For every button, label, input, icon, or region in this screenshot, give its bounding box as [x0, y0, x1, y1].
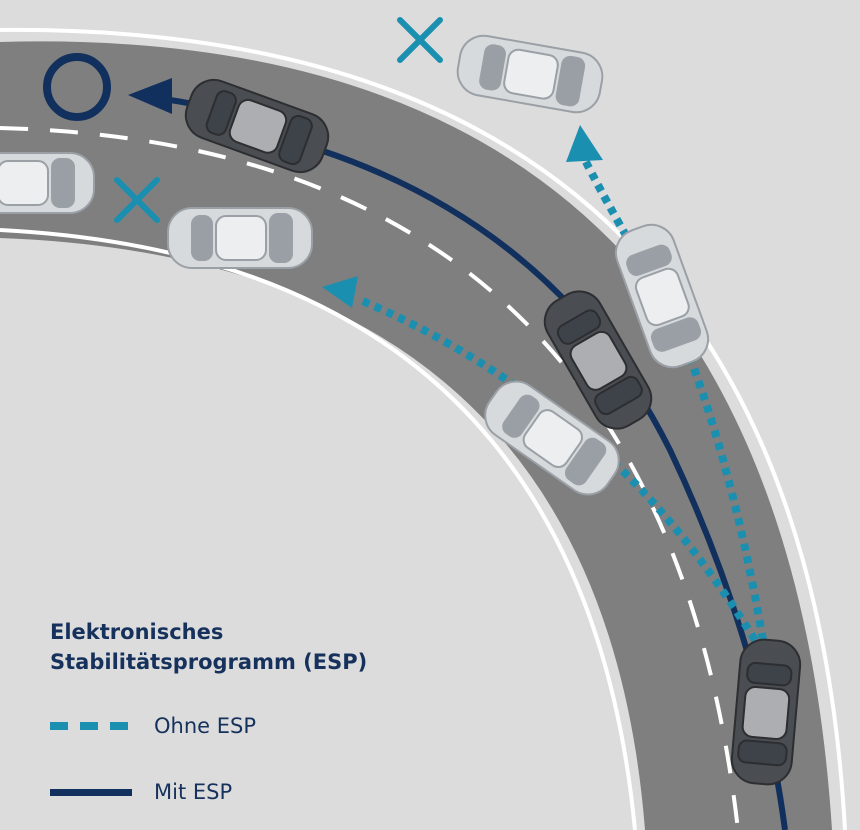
legend-title-line1: Elektronisches [50, 620, 224, 644]
car-without-esp [452, 30, 608, 118]
lane-center-marking [0, 126, 740, 830]
solid-line-swatch [50, 788, 132, 796]
arrow-without-esp-outer-head [566, 125, 603, 162]
road-edge-outer [0, 27, 847, 830]
legend-item-with-esp: Mit ESP [50, 777, 232, 807]
dashed-line-swatch [50, 722, 132, 730]
arrow-without-esp-inner-head [322, 276, 358, 308]
car-without-esp [0, 152, 95, 214]
arrow-with-esp-head [128, 78, 172, 114]
car-with-esp [728, 636, 804, 788]
legend-label: Mit ESP [154, 780, 233, 804]
road-edge-inner [0, 228, 637, 830]
legend-title-line2: Stabilitätsprogramm (ESP) [50, 650, 368, 674]
fail-cross-icon [397, 17, 443, 63]
fail-cross-icon [114, 177, 160, 223]
success-circle-icon [43, 53, 111, 121]
legend-label: Ohne ESP [154, 714, 257, 738]
car-without-esp [167, 207, 313, 269]
legend-item-without-esp: Ohne ESP [50, 711, 256, 741]
legend-title: Elektronisches Stabilitätsprogramm (ESP) [50, 617, 410, 677]
